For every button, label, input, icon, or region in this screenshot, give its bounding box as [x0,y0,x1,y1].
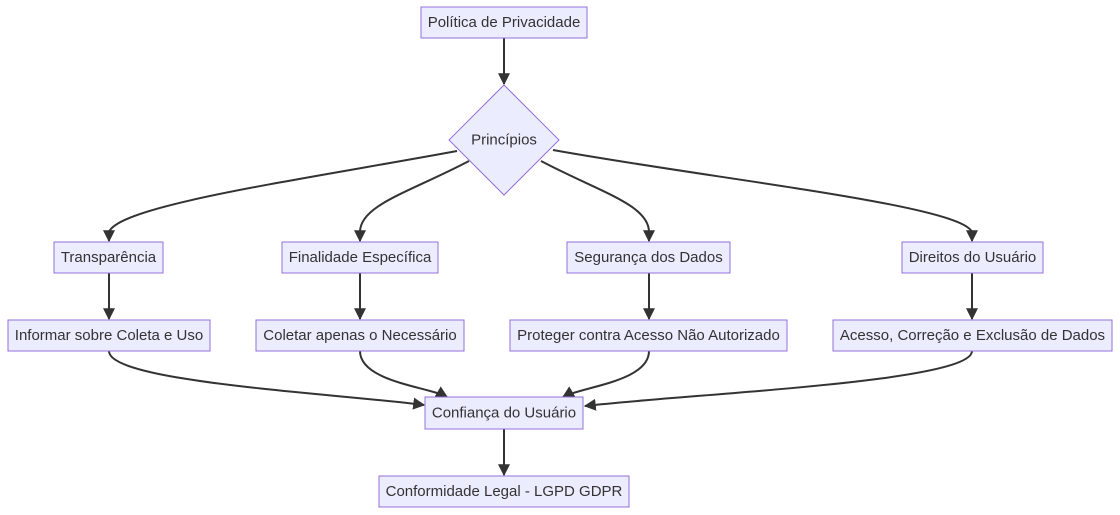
node-politica: Política de Privacidade [420,6,588,39]
node-proteger-label: Proteger contra Acesso Não Autorizado [517,327,780,344]
node-coletar-label: Coletar apenas o Necessário [263,327,456,344]
node-seguranca-label: Segurança dos Dados [574,249,722,266]
node-informar-label: Informar sobre Coleta e Uso [15,327,203,344]
node-proteger: Proteger contra Acesso Não Autorizado [509,319,788,352]
node-coletar: Coletar apenas o Necessário [255,319,465,352]
node-finalidade-label: Finalidade Específica [289,249,432,266]
edge-principios-seguranca [540,160,655,243]
node-principios-label: Princípios [471,132,537,149]
node-confianca: Confiança do Usuário [424,396,584,430]
edge-informar-confianca [108,350,426,410]
edge-coletar-confianca [359,350,449,398]
node-transparencia-label: Transparência [61,249,157,266]
node-informar: Informar sobre Coleta e Uso [7,319,211,352]
node-conformidade-label: Conformidade Legal - LGPD GDPR [386,483,623,500]
node-finalidade: Finalidade Específica [281,241,439,274]
node-confianca-label: Confiança do Usuário [432,405,576,422]
node-direitos: Direitos do Usuário [901,241,1044,274]
node-politica-label: Política de Privacidade [428,14,581,31]
edge-principios-direitos [552,149,978,243]
edge-principios-finalidade [354,160,470,243]
edge-principios-transparencia [103,150,458,243]
edge-acesso-confianca [583,350,973,411]
node-transparencia: Transparência [53,241,164,274]
node-conformidade: Conformidade Legal - LGPD GDPR [378,475,630,508]
node-principios: Princípios [448,84,560,196]
node-acesso: Acesso, Correção e Exclusão de Dados [832,319,1113,352]
node-acesso-label: Acesso, Correção e Exclusão de Dados [840,327,1105,344]
node-seguranca: Segurança dos Dados [566,241,731,274]
node-direitos-label: Direitos do Usuário [909,249,1037,266]
edges [103,38,978,477]
edge-proteger-confianca [561,350,650,398]
